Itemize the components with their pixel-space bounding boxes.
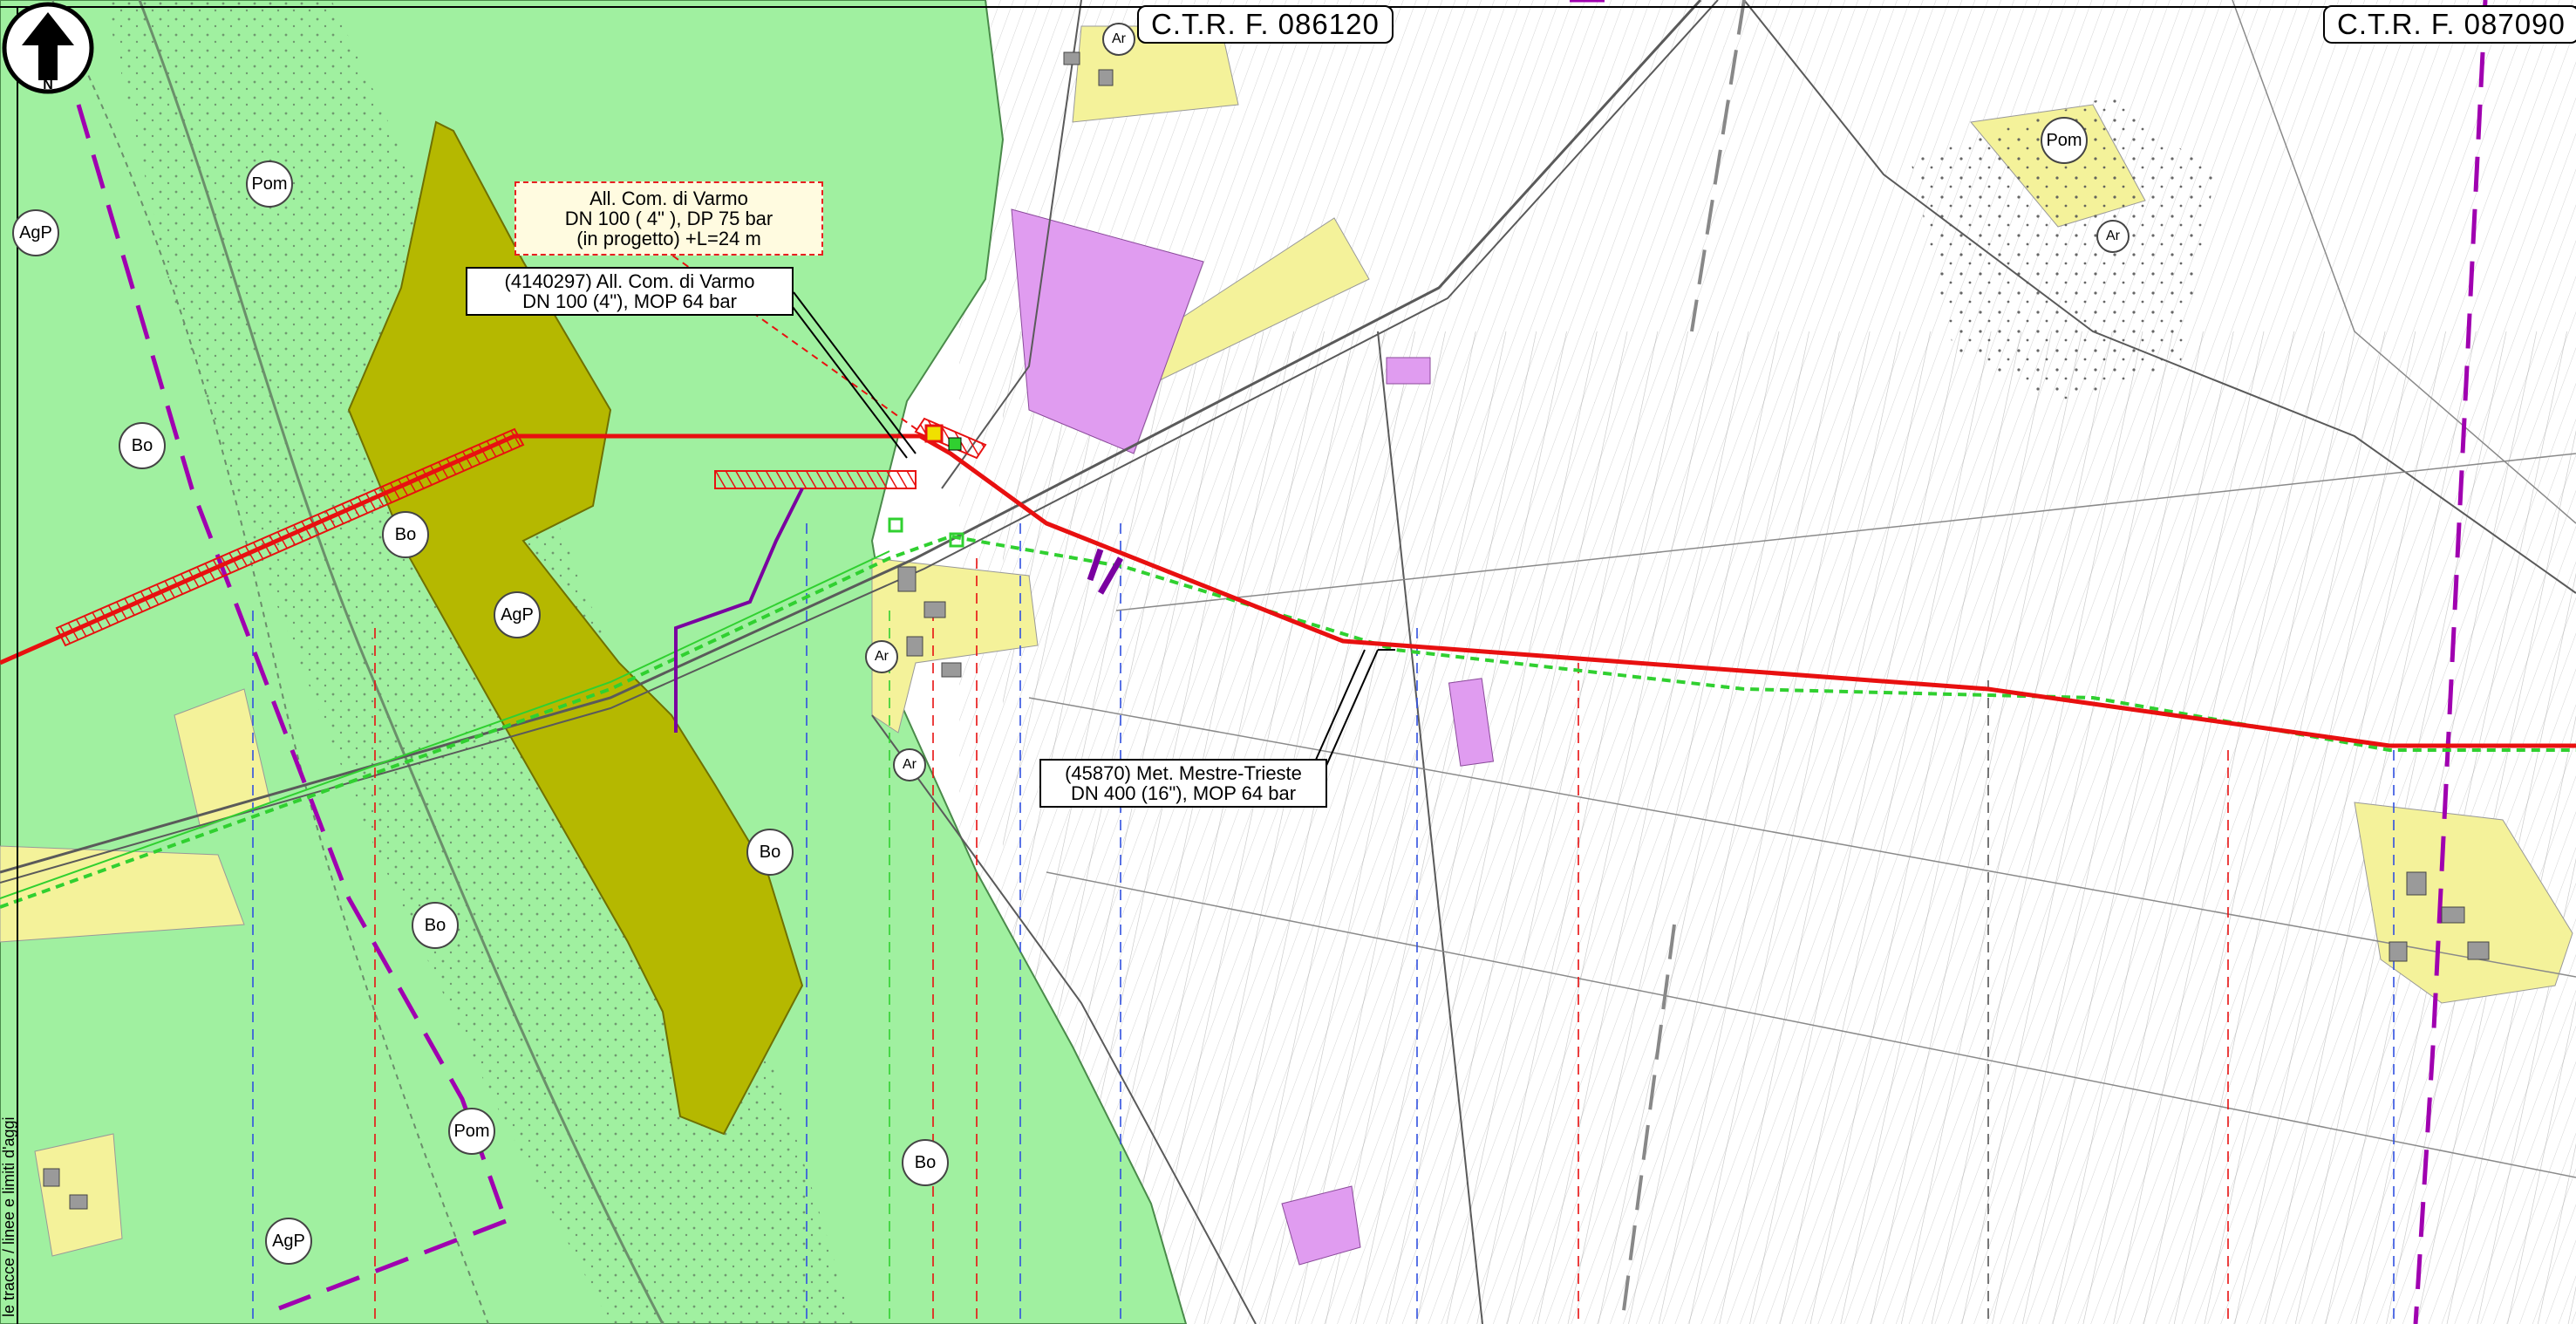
olive-zone xyxy=(347,120,804,1136)
zone-label[interactable]: AgP xyxy=(265,1218,312,1265)
proposed-pipeline xyxy=(0,433,2576,748)
zone-label[interactable]: Ar xyxy=(1102,23,1135,56)
callout-project-branch[interactable]: All. Com. di Varmo DN 100 ( 4" ), DP 75 … xyxy=(515,181,823,256)
buildings xyxy=(43,51,2490,1210)
zone-label[interactable]: Bo xyxy=(746,829,794,876)
callout-existing-branch[interactable]: (4140297) All. Com. di Varmo DN 100 (4")… xyxy=(466,267,794,316)
side-note: le tracce / linee e limiti d'aggi xyxy=(0,1116,17,1317)
zone-label[interactable]: Ar xyxy=(2096,220,2130,253)
zone-label[interactable]: Pom xyxy=(448,1108,495,1155)
zone-label[interactable]: AgP xyxy=(494,591,541,638)
hatched-corridor xyxy=(55,427,525,647)
zone-label[interactable]: Bo xyxy=(412,902,459,949)
callout-line: (4140297) All. Com. di Varmo xyxy=(504,270,755,292)
callout-line: DN 100 ( 4" ), DP 75 bar xyxy=(564,208,773,229)
callout-main-line[interactable]: (45870) Met. Mestre-Trieste DN 400 (16")… xyxy=(1039,759,1327,808)
grid-lines xyxy=(252,523,2395,1324)
sheet-label-left: C.T.R. F. 086120 xyxy=(1137,5,1394,44)
branch-line xyxy=(674,488,804,733)
zone-label[interactable]: Ar xyxy=(865,640,898,673)
grassland-zone xyxy=(1910,96,2215,401)
callout-line: (45870) Met. Mestre-Trieste xyxy=(1065,762,1302,784)
zone-label[interactable]: Ar xyxy=(893,748,926,781)
zone-label[interactable]: Bo xyxy=(382,511,429,558)
zone-label[interactable]: AgP xyxy=(12,209,59,256)
callout-line: (in progetto) +L=24 m xyxy=(576,228,761,249)
purple-zone xyxy=(1011,208,1204,454)
callout-line: All. Com. di Varmo xyxy=(589,188,748,209)
zone-label[interactable]: Pom xyxy=(246,160,293,208)
river-course xyxy=(138,0,664,1324)
valve-marker xyxy=(924,424,944,443)
north-arrow-icon: N xyxy=(2,2,94,94)
road xyxy=(0,0,1702,874)
callout-line: DN 400 (16"), MOP 64 bar xyxy=(1070,782,1297,804)
zone-label[interactable]: Pom xyxy=(2041,117,2088,164)
sheet-label-right: C.T.R. F. 087090 xyxy=(2323,5,2576,44)
north-label: N xyxy=(43,78,53,92)
zone-label[interactable]: Bo xyxy=(902,1139,949,1186)
zone-label[interactable]: Bo xyxy=(119,422,166,469)
callout-line: DN 100 (4"), MOP 64 bar xyxy=(522,290,737,312)
